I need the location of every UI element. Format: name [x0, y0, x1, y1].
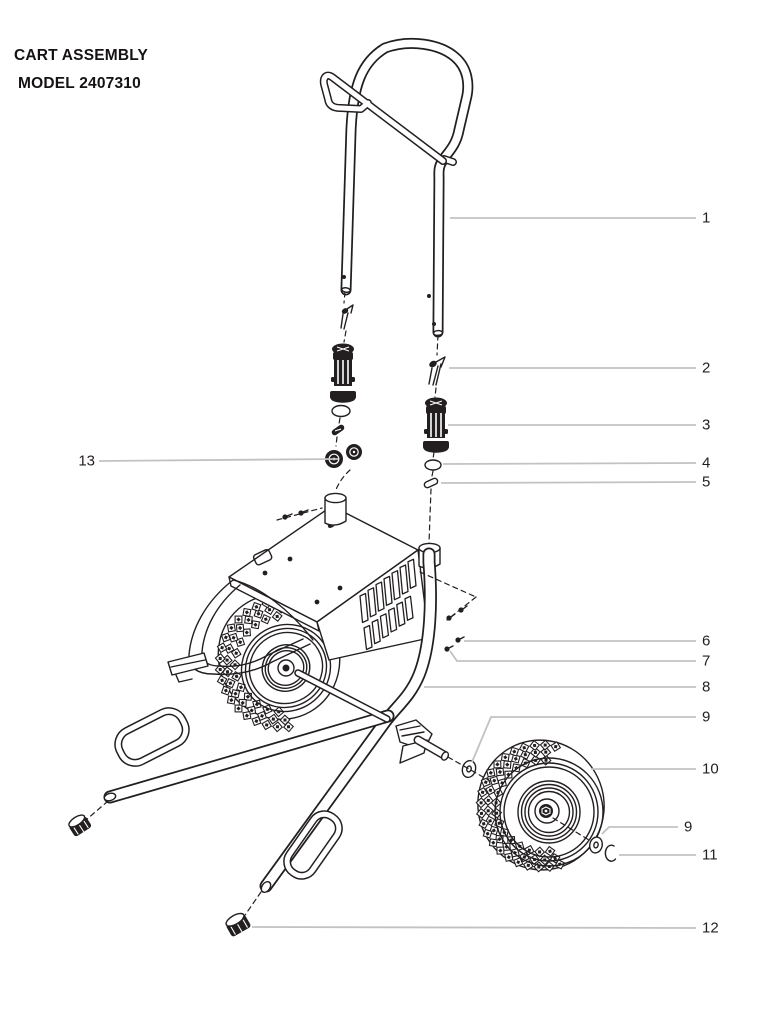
callout-label-3: 3: [702, 416, 711, 434]
retainer-clip-left: [340, 304, 354, 330]
foot-cap-left: [68, 814, 92, 837]
callout-label-8: 8: [702, 678, 711, 696]
vent-slots: [359, 558, 417, 651]
cart-handle: [319, 37, 474, 338]
callout-label-1: 1: [702, 209, 711, 227]
button-pins: [282, 509, 468, 652]
left-handle-socket: [324, 492, 347, 526]
right-wheel: [475, 739, 605, 873]
right-loop-handle: [283, 810, 343, 880]
washer-axle-inner: [461, 759, 477, 779]
leader-line: [449, 650, 696, 662]
front-frame-tube: [103, 709, 395, 804]
callout-label-6: 6: [702, 632, 711, 650]
pin-right: [423, 477, 439, 489]
diagram-title: CART ASSEMBLY MODEL 2407310: [14, 42, 148, 98]
left-bracket: [167, 652, 209, 683]
leader-line: [471, 716, 696, 763]
washer-axle-outer: [589, 836, 603, 854]
diagram-title-line1: CART ASSEMBLY: [14, 47, 149, 64]
snap-ring: [604, 844, 617, 862]
pin-left: [331, 424, 345, 436]
right-frame-leg: [259, 547, 437, 893]
callout-label-10: 10: [702, 760, 719, 778]
leader-line: [442, 462, 697, 465]
callout-label-4: 4: [702, 454, 711, 472]
leader-line: [251, 926, 697, 929]
leader-line: [601, 826, 678, 835]
callout-label-12: 12: [702, 919, 719, 937]
left-loop-handle: [114, 707, 190, 767]
callout-label-5: 5: [702, 473, 711, 491]
leader-line: [440, 481, 697, 484]
leader-line: [98, 458, 339, 462]
retainer-clip-right: [428, 356, 446, 386]
foot-cap-right: [225, 912, 251, 937]
o-ring-right: [424, 459, 442, 471]
cart-platform: [228, 492, 441, 661]
o-ring-left: [331, 404, 351, 418]
handle-sleeve-left: [330, 343, 356, 403]
callout-label-2: 2: [702, 359, 711, 377]
diagram-title-line2: MODEL 2407310: [18, 74, 141, 92]
knob-pair: [325, 444, 362, 468]
callout-label-9: 9: [702, 708, 711, 726]
callout-label-11: 11: [702, 846, 718, 864]
handle-sleeve-right: [423, 397, 449, 453]
handle-hook: [319, 71, 457, 166]
callout-label-9: 9: [684, 818, 693, 836]
callout-label-7: 7: [702, 652, 711, 670]
callout-label-13: 13: [78, 452, 95, 470]
cross-brace-tube: [294, 669, 391, 723]
assembly-dashed-lines: [85, 291, 590, 919]
axle-bracket: [395, 719, 450, 764]
callout-leader-lines: [98, 217, 697, 929]
